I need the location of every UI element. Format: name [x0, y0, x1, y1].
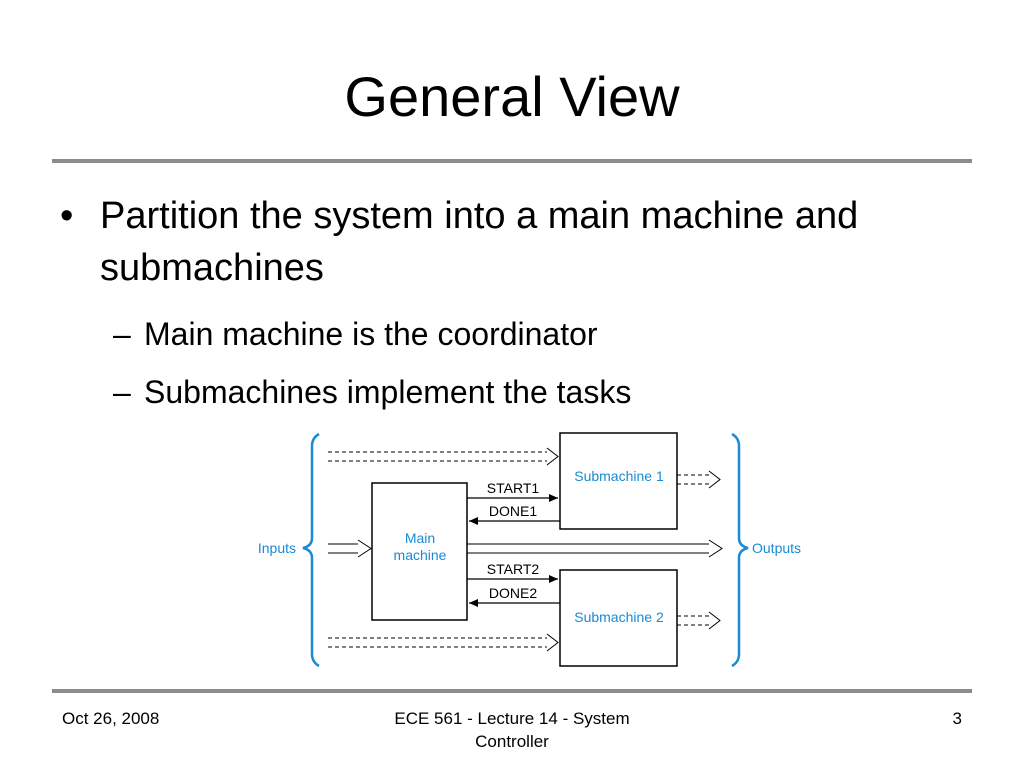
main-machine-label: machine — [394, 547, 447, 563]
footer-course-line: ECE 561 - Lecture 14 - System — [394, 709, 630, 728]
dash-icon: – — [113, 374, 131, 410]
outputs-bus-arrow — [467, 539, 723, 558]
sub-bullet-text: Submachines implement the tasks — [144, 374, 632, 410]
start2-label: START2 — [487, 561, 540, 577]
footer-course-title: ECE 561 - Lecture 14 - System Controller — [362, 707, 662, 753]
bullet-item: • Partition the system into a main machi… — [60, 190, 960, 294]
main-machine-box — [371, 482, 468, 621]
start1-label: START1 — [487, 480, 540, 496]
inputs-brace — [302, 432, 320, 668]
sub-bullet-text: Main machine is the coordinator — [144, 316, 598, 352]
footer-course-line: Controller — [475, 732, 549, 751]
submachine-2-label: Submachine 2 — [574, 609, 664, 625]
done2-label: DONE2 — [489, 585, 537, 601]
submachine-2-input-bus — [328, 633, 559, 652]
slide-title: General View — [344, 65, 680, 128]
bullet-list: • Partition the system into a main machi… — [60, 190, 960, 412]
outputs-brace — [731, 432, 749, 668]
dash-icon: – — [113, 316, 131, 352]
footer-page-number: 3 — [952, 709, 962, 728]
inputs-bus-arrow — [328, 539, 372, 558]
title-divider — [52, 159, 972, 163]
bullet-dot-icon: • — [60, 195, 74, 237]
outputs-label: Outputs — [752, 540, 801, 556]
submachine-1-output-bus — [677, 470, 721, 489]
footer-divider — [52, 689, 972, 693]
main-machine-label: Main — [405, 530, 435, 546]
submachine-1-box — [559, 432, 678, 530]
sub-bullet-item: – Main machine is the coordinator — [60, 314, 960, 354]
submachine-1-input-bus — [328, 447, 559, 466]
bullet-text: Partition the system into a main machine… — [100, 195, 859, 289]
submachine-2-output-bus — [677, 611, 721, 630]
done1-label: DONE1 — [489, 503, 537, 519]
sub-bullet-item: – Submachines implement the tasks — [60, 372, 960, 412]
submachine-2-box — [559, 569, 678, 667]
inputs-label: Inputs — [258, 540, 296, 556]
submachine-1-label: Submachine 1 — [574, 468, 664, 484]
footer-date: Oct 26, 2008 — [62, 709, 160, 728]
